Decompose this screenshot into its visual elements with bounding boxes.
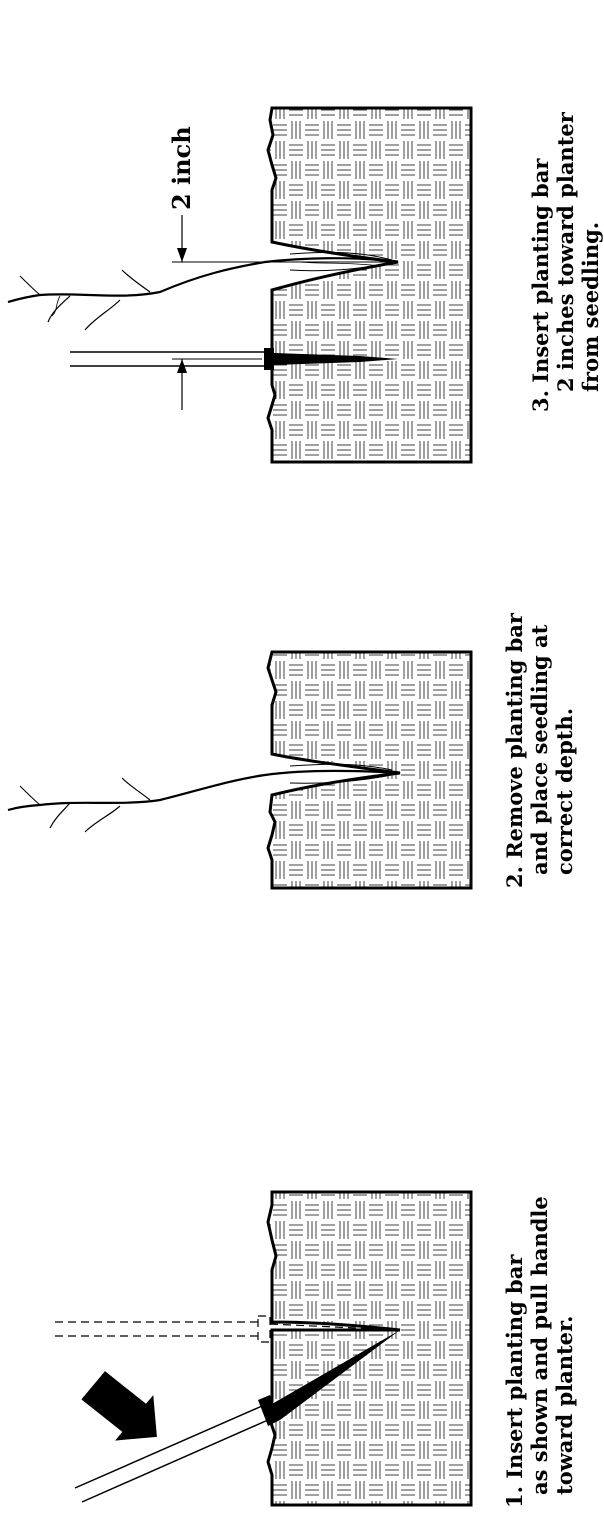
step-1-caption: 1. Insert planting bar as shown and pull… — [502, 1196, 577, 1508]
soil-block-2 — [268, 652, 471, 888]
panel-step-3: 2 inch — [8, 108, 471, 462]
step-2-line-1: 2. Remove planting bar — [502, 612, 527, 888]
step-3-line-1: 3. Insert planting bar — [528, 158, 553, 412]
pull-arrow-icon — [79, 1367, 157, 1443]
dimension-label: 2 inch — [167, 126, 196, 210]
step-1-line-1: 1. Insert planting bar — [502, 1254, 527, 1508]
step-3-line-2: 2 inches toward planter — [553, 111, 578, 392]
step-1-line-3: toward planter. — [552, 1316, 577, 1496]
step-2-line-3: correct depth. — [552, 708, 577, 875]
step-2-line-2: and place seedling at — [527, 624, 552, 875]
step-3-caption: 3. Insert planting bar 2 inches toward p… — [528, 111, 603, 412]
panel-step-1 — [55, 1192, 471, 1505]
soil-block-3 — [268, 108, 471, 462]
step-2-caption: 2. Remove planting bar and place seedlin… — [502, 612, 577, 888]
step-3-line-3: from seedling. — [578, 222, 603, 392]
panel-step-2 — [8, 652, 471, 888]
step-1-line-2: as shown and pull handle — [527, 1196, 552, 1495]
